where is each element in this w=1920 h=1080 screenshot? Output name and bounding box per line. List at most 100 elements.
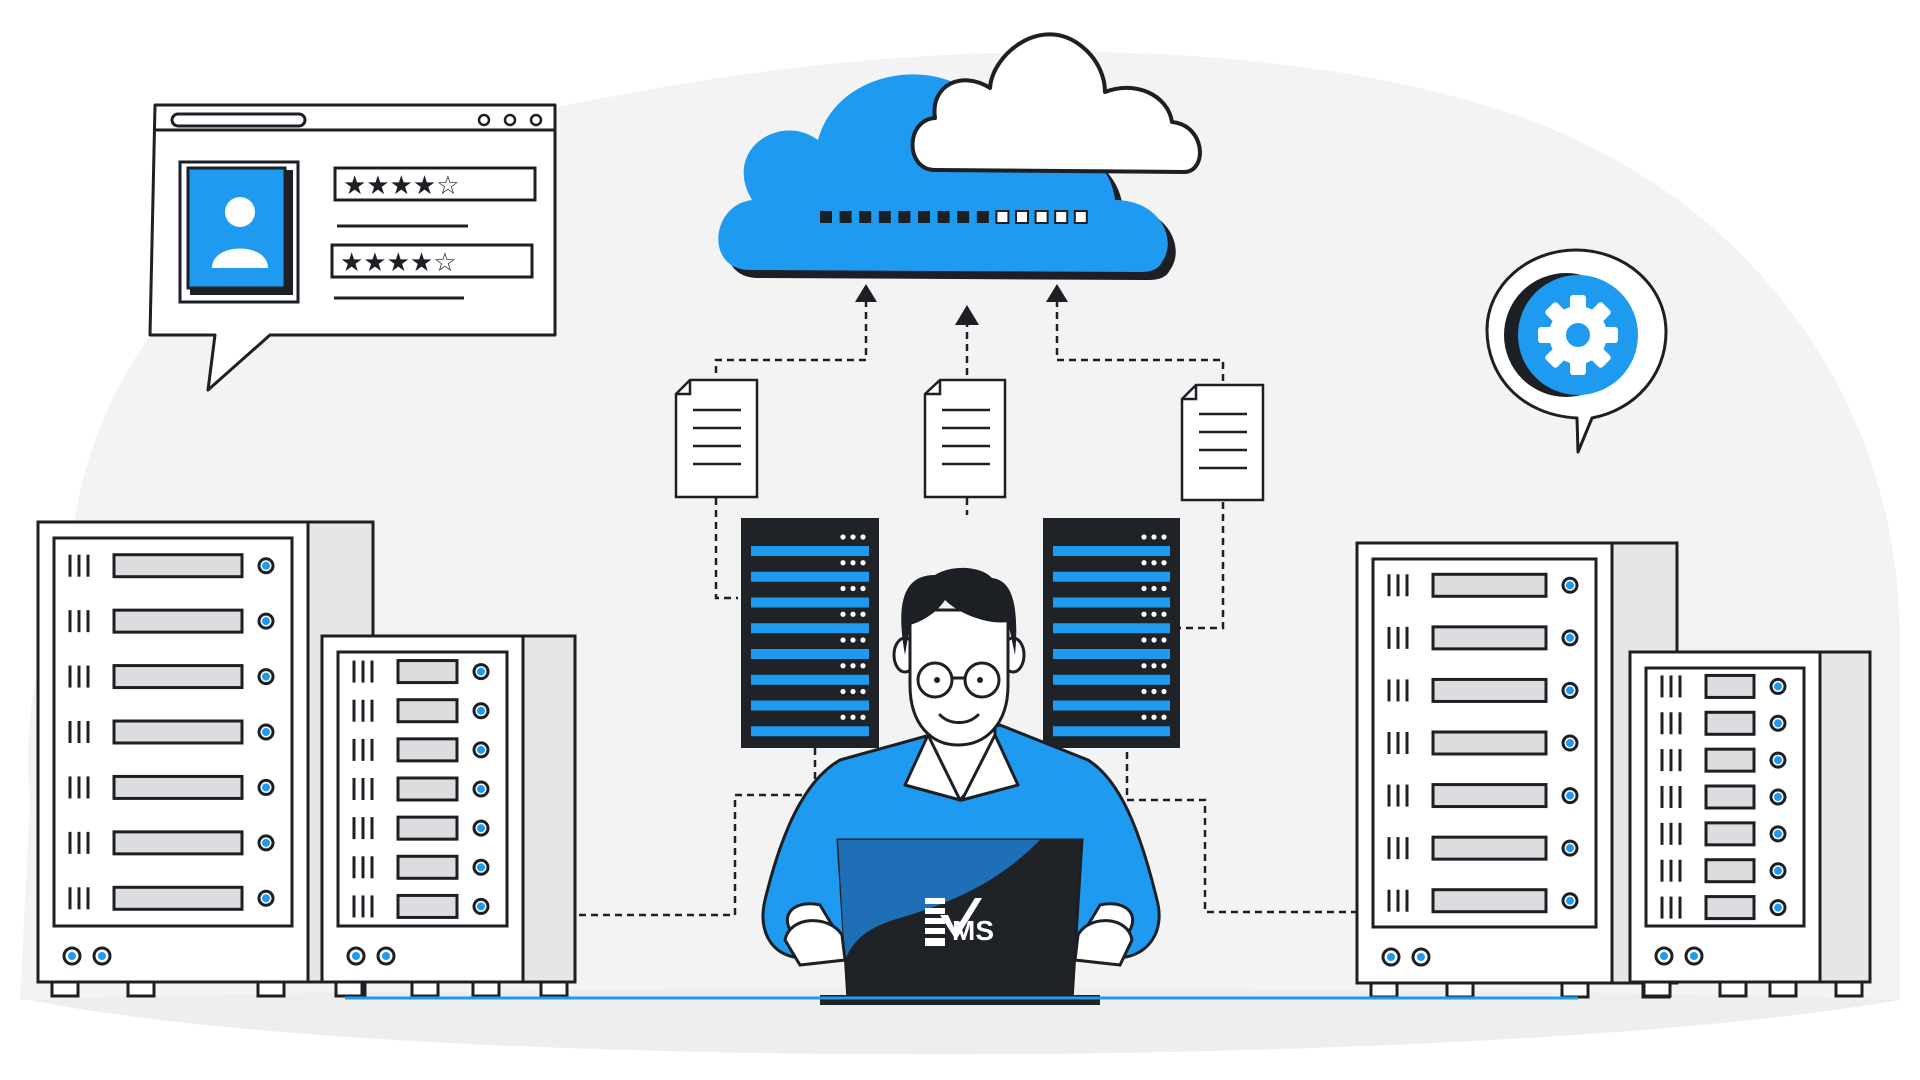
dark-rack-led <box>860 611 866 617</box>
dark-rack-led <box>1161 611 1167 617</box>
rack-drive-slot <box>1704 858 1756 884</box>
progress-block-filled <box>937 211 950 223</box>
dark-rack-slot <box>1053 623 1170 634</box>
rack-foot <box>1369 981 1399 999</box>
rack-power-led <box>352 952 360 960</box>
rack-reset-led <box>1690 952 1698 960</box>
rack-led <box>1774 903 1782 912</box>
laptop-icon: MS <box>345 838 1578 1005</box>
rack-drive-slot <box>1431 888 1548 914</box>
dark-rack-led <box>1151 585 1157 592</box>
dark-rack-led <box>860 663 866 669</box>
dark-rack-led <box>840 714 846 720</box>
window-dot-2 <box>503 113 517 127</box>
dark-rack-led <box>840 585 846 592</box>
dark-rack-led <box>860 637 866 643</box>
rack-foot <box>50 980 80 998</box>
dark-rack-led <box>1161 534 1167 540</box>
dark-rack-slot <box>1053 546 1170 556</box>
rack-foot <box>1718 980 1748 998</box>
rack-led <box>262 561 270 570</box>
person-collar-left <box>903 733 962 802</box>
rack-led <box>1774 829 1782 838</box>
dark-rack-led <box>850 560 856 566</box>
connector-left-upload <box>714 300 868 378</box>
connector-left-rack <box>573 748 817 917</box>
progress-block-filled <box>878 211 891 223</box>
rack-led <box>477 863 485 872</box>
rack-drive-slot <box>1704 821 1756 847</box>
avatar <box>186 166 287 290</box>
rack-drive-slot <box>1431 625 1548 651</box>
connector-right-rack <box>1125 752 1462 914</box>
rack-led <box>262 617 270 626</box>
progress-block-filled <box>859 211 872 223</box>
dark-rack-led <box>850 714 856 720</box>
logo-mark-icon <box>925 898 982 946</box>
dark-rack-led <box>840 560 846 566</box>
dark-rack-led <box>1161 688 1167 695</box>
rack-foot <box>1834 980 1864 998</box>
upload-progress-bar <box>820 210 1088 224</box>
dark-rack-led <box>840 637 846 643</box>
document-icon-left <box>674 378 759 499</box>
dark-rack-led <box>1141 611 1147 617</box>
rack-foot <box>539 980 569 998</box>
rack-led <box>1774 756 1782 765</box>
rack-drive-slot <box>396 815 459 841</box>
connector-right-upload <box>1055 300 1225 384</box>
rack-led <box>1566 633 1574 642</box>
progress-block-empty <box>995 210 1010 224</box>
progress-block-filled <box>839 211 852 223</box>
laptop-logo-text: MS <box>952 915 994 946</box>
progress-block-filled <box>898 211 911 223</box>
dark-rack-slot <box>1053 726 1170 737</box>
dark-rack-slot <box>751 726 869 737</box>
upload-arrow-icon <box>855 284 1068 325</box>
rack-drive-slot <box>112 830 244 856</box>
dark-rack-led <box>850 637 856 643</box>
rack-foot <box>410 980 440 998</box>
rack-drive-slot <box>112 774 244 800</box>
dark-rack-slot <box>1053 674 1170 685</box>
window-address-bar <box>170 112 307 128</box>
connector-left-doc-server <box>714 498 738 600</box>
progress-block-empty <box>1073 210 1088 224</box>
rack-led <box>477 785 485 793</box>
progress-block-empty <box>1015 210 1029 224</box>
rack-led <box>1774 866 1782 875</box>
rack-led <box>477 706 485 715</box>
dark-rack-led <box>860 688 866 695</box>
dark-rack-led <box>1141 585 1147 592</box>
dark-rack-led <box>860 714 866 720</box>
progress-block-empty <box>1034 210 1049 224</box>
progress-block-filled <box>820 211 832 223</box>
dark-rack-slot <box>751 674 869 685</box>
rack-led <box>1774 682 1782 691</box>
rack-power-led <box>1660 952 1668 960</box>
dark-rack-led <box>1151 637 1157 643</box>
rack-side-panel <box>1818 650 1872 984</box>
rack-drive-slot <box>396 893 459 919</box>
dark-rack-slot <box>751 700 869 711</box>
dark-rack-led <box>860 585 866 592</box>
dark-rack-led <box>1161 663 1167 669</box>
rack-led <box>1566 686 1574 695</box>
settings-bubble <box>1485 248 1668 454</box>
rack-drive-slot <box>1704 673 1756 699</box>
rack-foot <box>1642 980 1672 998</box>
rating-box-1 <box>333 166 537 202</box>
rack-led <box>477 902 485 911</box>
rack-led <box>262 838 270 847</box>
rating-stars-2: ★★★★☆ <box>340 248 457 278</box>
progress-block-filled <box>957 211 970 223</box>
rack-foot <box>126 980 156 998</box>
rating-box-2 <box>330 243 534 279</box>
dark-rack-slot <box>751 649 869 659</box>
dark-rack-led <box>840 688 846 695</box>
dark-rack-led <box>1151 560 1157 566</box>
document-icon-right <box>1180 383 1265 502</box>
dark-rack-led <box>1141 663 1147 669</box>
rack-drive-slot <box>1431 677 1548 703</box>
dark-rack-led <box>860 560 866 566</box>
